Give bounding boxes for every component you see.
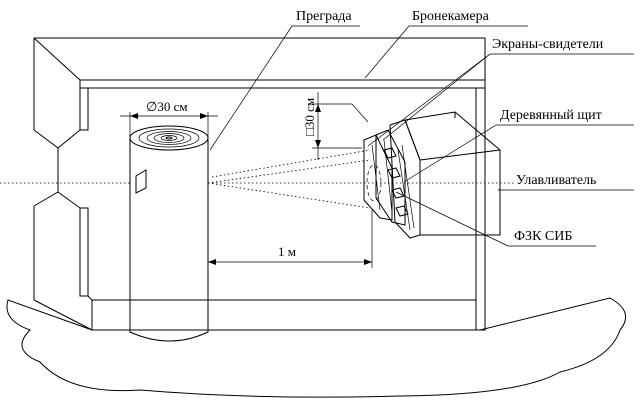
target-assembly (363, 111, 501, 239)
leader-lines (209, 25, 634, 247)
label-barrier: Преграда (296, 9, 352, 24)
ground (6, 297, 627, 398)
label-wooden-shield: Деревянный щит (500, 108, 602, 123)
dimension-square: □30 см (302, 98, 317, 136)
label-armored-chamber: Бронекамера (412, 9, 490, 24)
dimension-distance: 1 м (278, 244, 296, 259)
line-of-fire (0, 149, 515, 209)
armored-chamber (33, 37, 486, 331)
barrier-cylinder (129, 125, 209, 342)
dimension-diameter: ∅30 см (146, 99, 188, 114)
label-fzk-sib: ФЗК СИБ (514, 229, 572, 244)
label-witness-screens: Экраны-свидетели (492, 37, 604, 52)
label-catcher: Улавливатель (516, 173, 596, 188)
dimensions (120, 92, 373, 268)
